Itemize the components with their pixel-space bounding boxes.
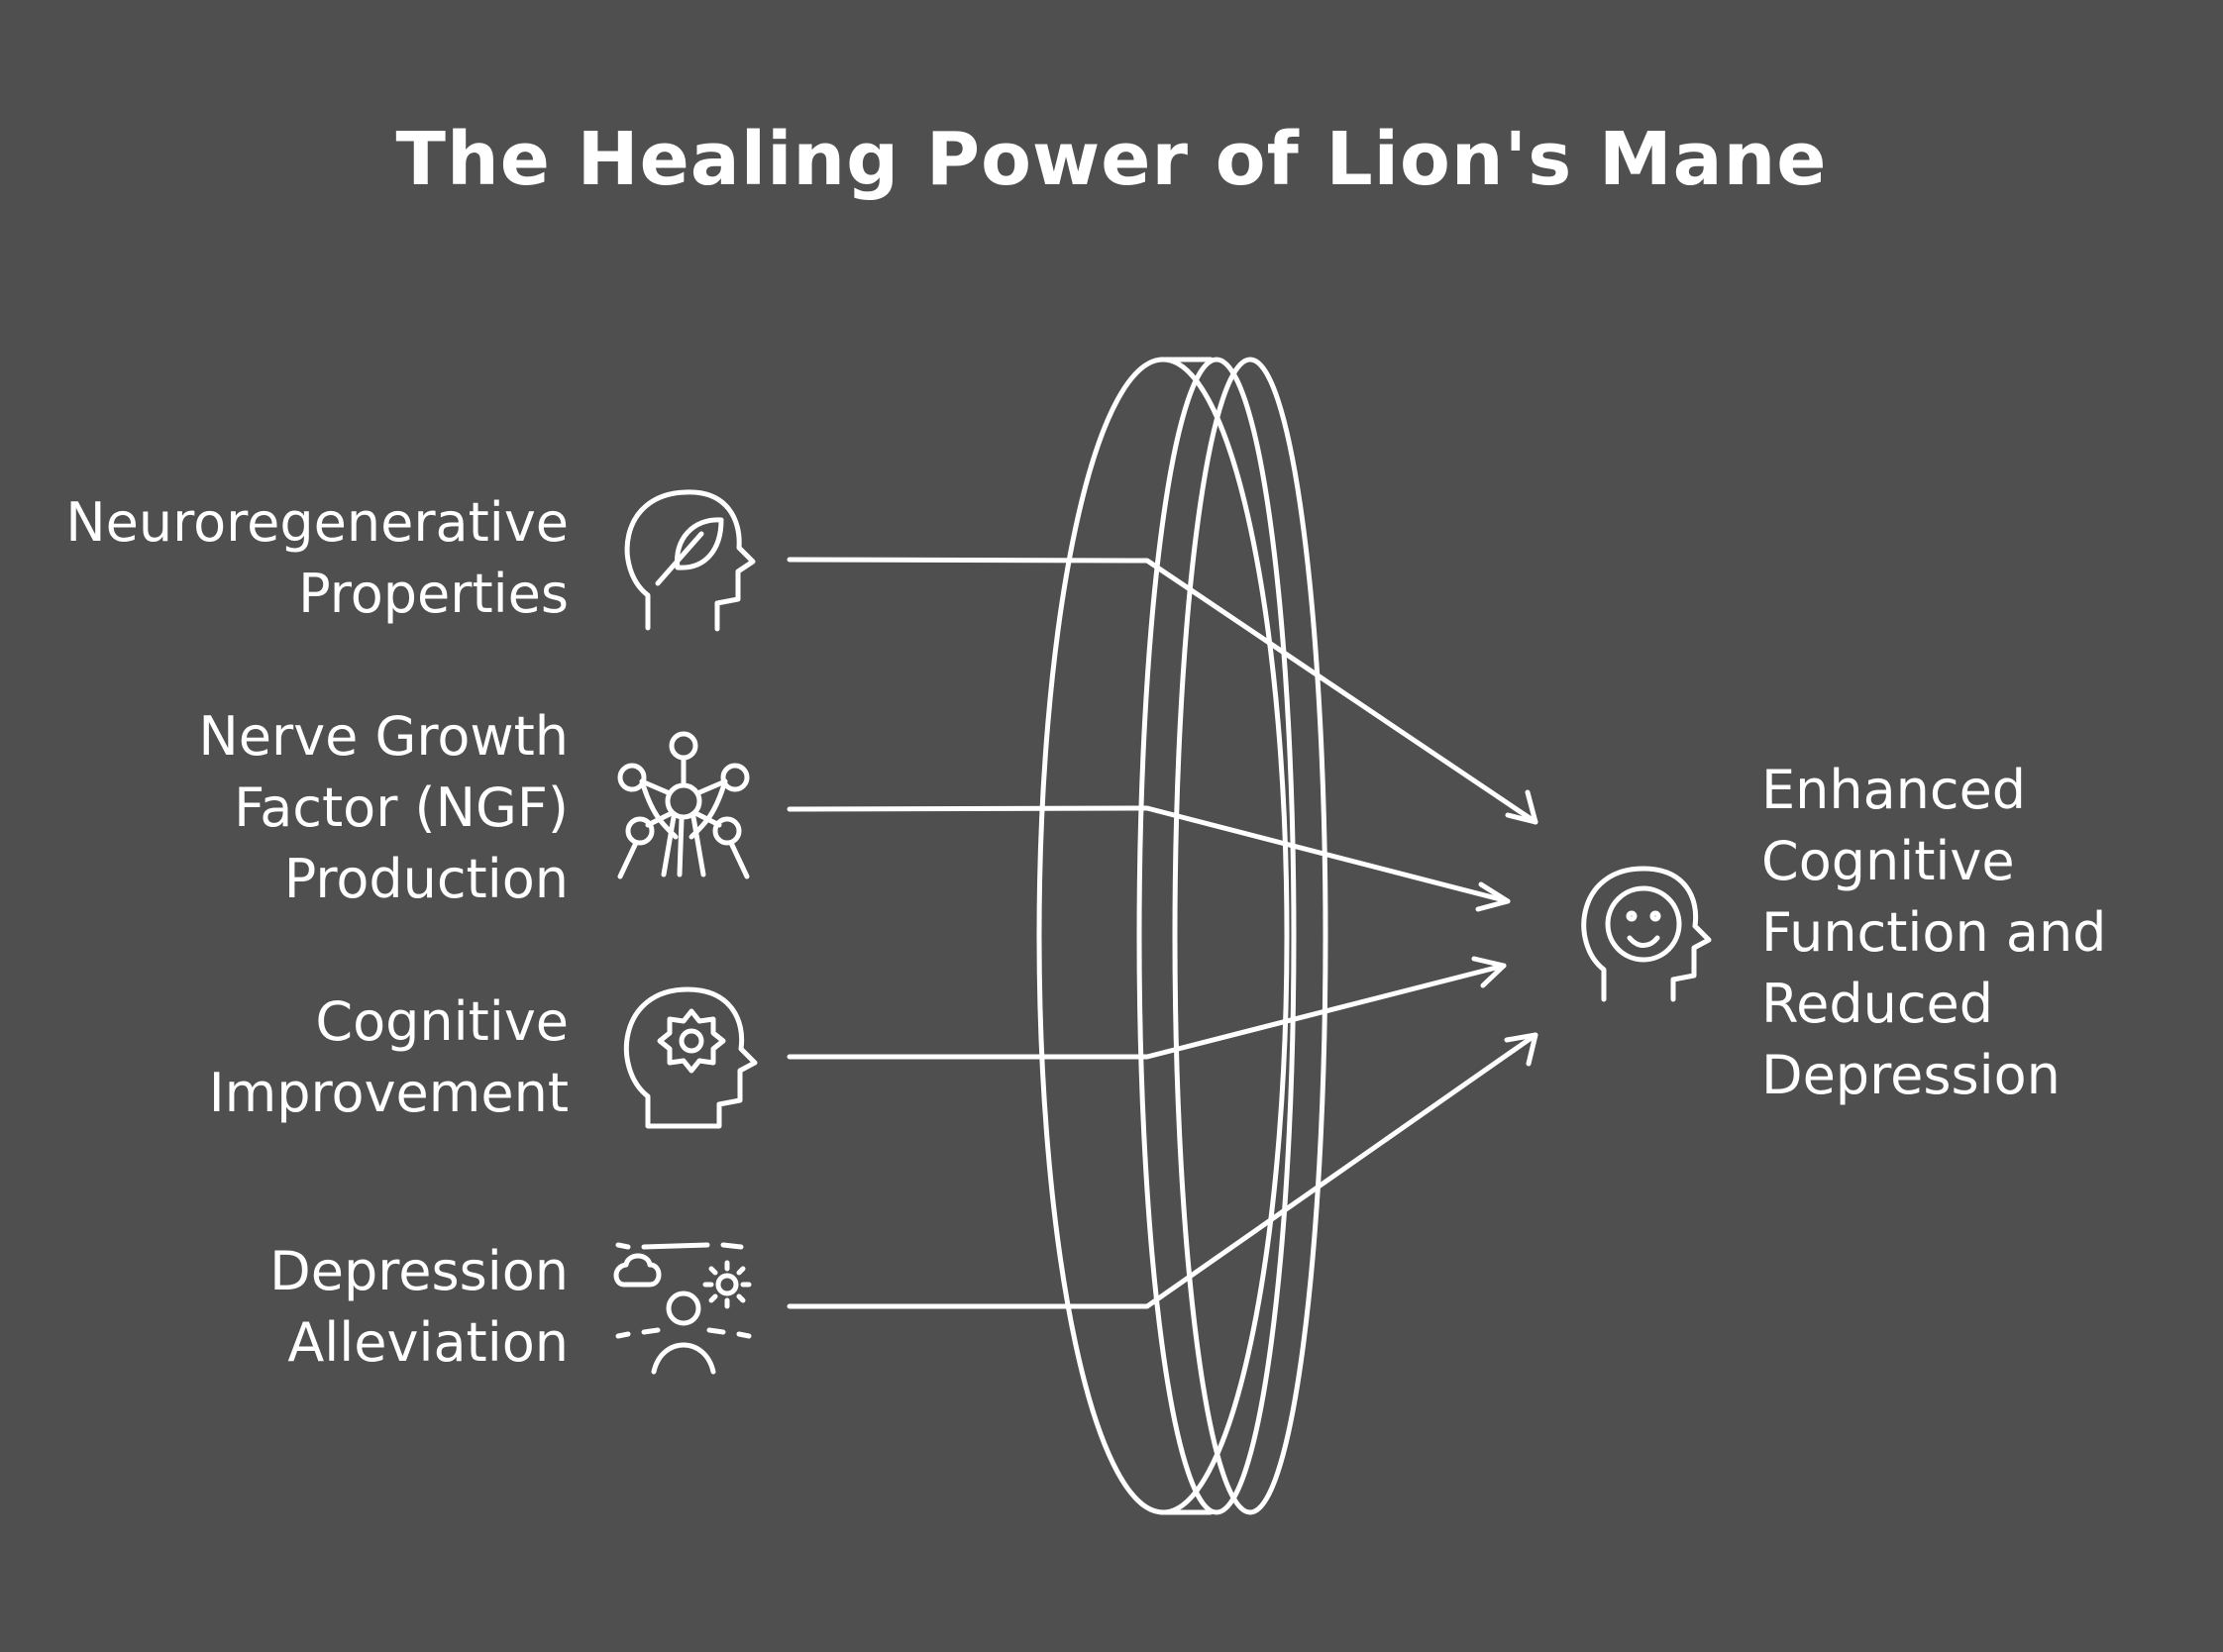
- molecule-network-icon: [617, 731, 750, 879]
- lens-disc: [1036, 357, 1328, 1515]
- label-ngf: Nerve Growth Factor (NGF) Production: [198, 705, 569, 910]
- diagram-title: The Healing Power of Lion's Mane: [395, 117, 1828, 202]
- connector-cognitive: [787, 956, 1507, 1060]
- connector-neuroregenerative: [787, 557, 1538, 825]
- connector-ngf: [787, 805, 1511, 912]
- smiling-head-icon: [1581, 866, 1712, 1002]
- label-cognitive: Cognitive Improvement: [208, 990, 569, 1124]
- label-depression: Depression Alleviation: [269, 1240, 569, 1374]
- label-output: Enhanced Cognitive Function and Reduced …: [1761, 759, 2107, 1106]
- person-sun-cloud-icon: [613, 1242, 752, 1375]
- head-leaf-icon: [624, 489, 756, 632]
- head-gear-icon: [624, 986, 758, 1129]
- label-neuroregenerative: Neuroregenerative Properties: [65, 491, 569, 625]
- connector-depression: [787, 1032, 1538, 1309]
